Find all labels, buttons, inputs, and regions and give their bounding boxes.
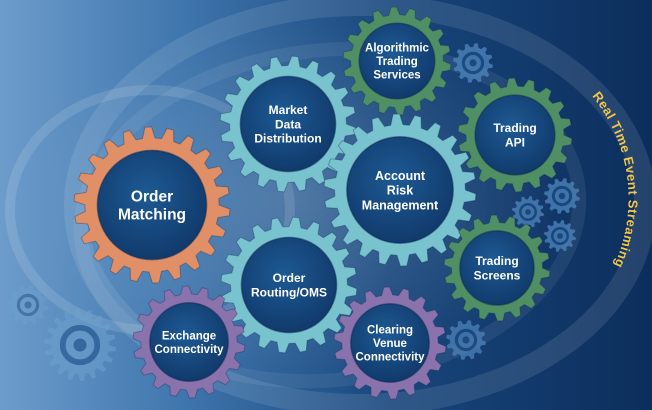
decorative-gear [453,43,493,83]
swoosh-glow [40,20,560,380]
decorative-gear [544,220,576,252]
gear-label-line: Exchange [162,330,216,342]
decorative-gear-ring [551,227,569,245]
gear-label-line: Clearing [367,325,413,337]
gear-label-line: Data [275,117,301,131]
gear-label-line: Algorithmic [365,43,429,55]
gear-face [240,236,338,334]
decorative-gear-ring [461,51,485,75]
decorative-gear-ring [551,185,573,207]
gear-label-line: Risk [387,184,413,198]
gear-face [350,303,430,383]
gear-label-line: Distribution [254,132,321,146]
decorative-gear-ring [454,328,478,352]
gear-face [96,149,208,261]
gear-label-line: API [505,135,525,149]
gear-label-line: Routing/OMS [251,285,327,299]
decorative-gear-hub [73,338,87,352]
background-swooshes [5,0,652,410]
gear-face [149,302,229,382]
gear-face [459,230,535,306]
gear-label-line: Matching [118,207,186,224]
decorative-gear-hub [469,59,477,67]
decorative-gear [446,320,486,360]
gear-label-line: Order [131,188,173,205]
decorative-gear [512,196,544,228]
decorative-gears [8,43,580,381]
decorative-gear-hub [525,209,531,215]
decorative-gear-ring [519,203,537,221]
decorative-gear-hub [24,301,32,309]
decorative-gear-hub [462,336,470,344]
gear-face [474,94,556,176]
gear-face [346,136,454,244]
gear-label-line: Management [362,198,439,212]
gear-label-line: Services [373,70,420,82]
gear-label-line: Connectivity [355,352,425,364]
gear-label-line: Trading [376,56,418,68]
decorative-gear [544,178,580,214]
gear-label-line: Market [269,103,308,117]
decorative-gear-hub [558,192,566,200]
gear-label-line: Connectivity [154,344,224,356]
gear-label-line: Trading [493,121,536,135]
gear-label-line: Account [375,169,426,183]
decorative-gear-hub [557,233,563,239]
gear-label-line: Order [273,271,306,285]
gear-label-line: Venue [373,338,407,350]
decorative-gear-ring [59,324,101,366]
decorative-gear-teeth [8,285,48,325]
decorative-gear [8,285,48,325]
gear-label-line: Trading [475,254,518,268]
gear-label-line: Screens [474,268,521,282]
gear-face [239,75,337,173]
decorative-gear [44,309,116,381]
gear-face [358,22,436,100]
decorative-gear-ring [16,293,40,317]
